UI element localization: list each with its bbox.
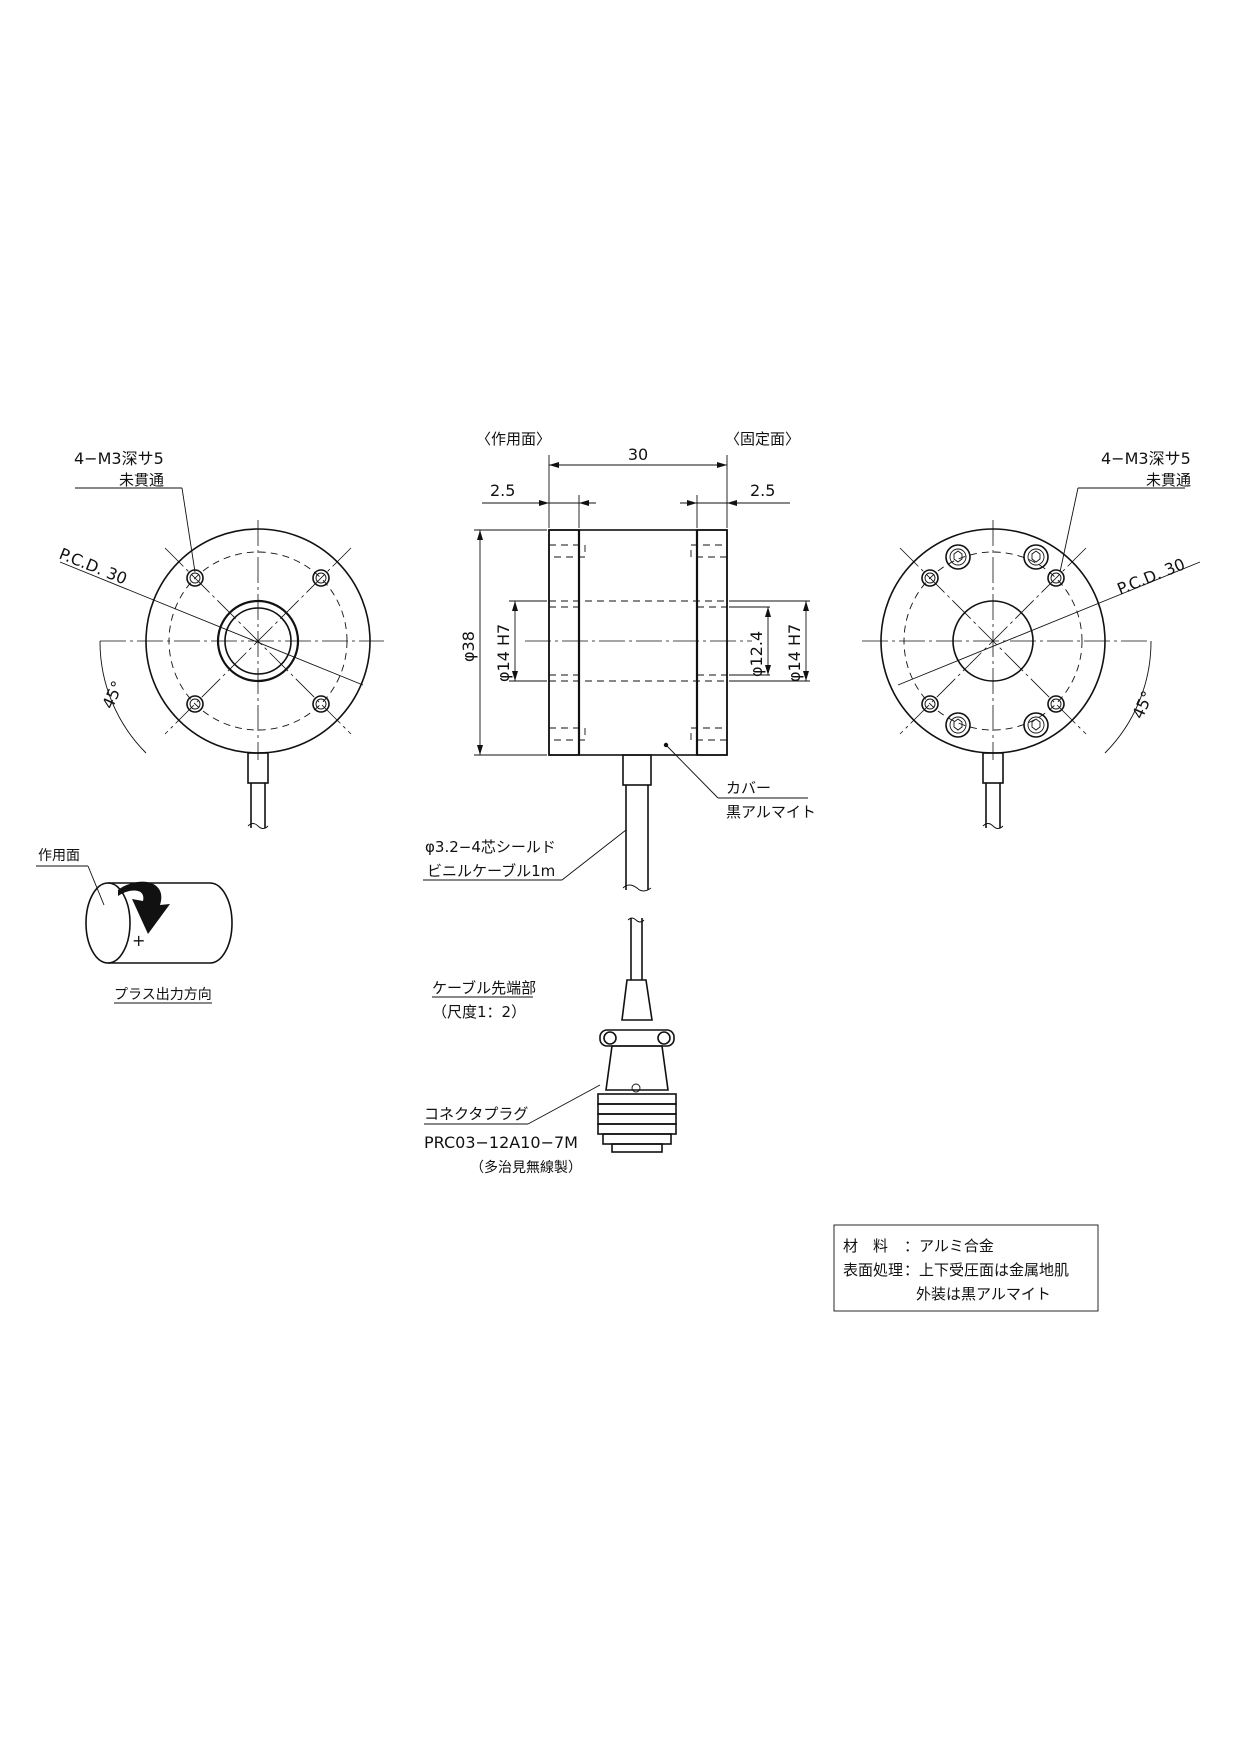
cylinder-front-face [85, 882, 131, 964]
left-cable-sleeve [247, 752, 269, 784]
right-tapped-holes [921, 569, 1065, 713]
left-cable-break [247, 823, 269, 829]
connector-label: コネクタプラグ [424, 1105, 528, 1123]
cylinder-back-face [209, 882, 233, 964]
connector-part-no: PRC03−12A10−7M [424, 1133, 578, 1152]
left-view: 4−M3深サ5 未貫通 P.C.D. 30 45° [57, 449, 384, 829]
left-thread-note-sub: 未貫通 [119, 471, 164, 489]
left-thread-note: 4−M3深サ5 [74, 449, 164, 468]
material-value: ：アルミ合金 [904, 1237, 994, 1255]
material-label: 材 料 [843, 1237, 888, 1255]
rotation-arrow-icon [118, 881, 170, 934]
dim-width: 30 [628, 445, 648, 464]
connector-ring-1 [597, 1093, 677, 1105]
cable-label-sub: ビニルケーブル1m [427, 862, 555, 880]
right-cable-sleeve [982, 752, 1004, 784]
front-cable-sleeve [622, 754, 652, 786]
cover-label: カバー [726, 779, 771, 797]
front-flange-right [696, 529, 728, 756]
right-socket-bolts [945, 544, 1049, 738]
cable-end: ケーブル先端部 （尺度1：2） コネクタプラグ PRC03−12A10−7M （… [424, 917, 677, 1176]
dim-flange-left: 2.5 [490, 481, 515, 500]
dim-bore-left: φ14 H7 [494, 624, 513, 682]
right-angle-arc [1104, 640, 1152, 754]
cover-finish-label: 黒アルマイト [726, 803, 816, 821]
surface-value-1: ：上下受圧面は金属地肌 [904, 1261, 1069, 1279]
surface-value-2: 外装は黒アルマイト [916, 1285, 1051, 1303]
front-view: 30 〈作用面〉 〈固定面〉 2.5 2.5 φ38 φ14 H7 φ12.4 [423, 430, 816, 892]
right-thread-note: 4−M3深サ5 [1101, 449, 1191, 468]
left-pcd-label: P.C.D. 30 [57, 544, 130, 588]
left-angle-label: 45° [98, 678, 127, 712]
front-flange-left [548, 529, 580, 756]
connector-boot [621, 979, 653, 1021]
surface-label: 表面処理 [843, 1261, 903, 1279]
direction-sketch: + 作用面 プラス出力方向 [36, 848, 233, 1004]
spec-table-frame [833, 1224, 1099, 1312]
fixed-face-label: 〈固定面〉 [725, 430, 800, 448]
right-view: 4−M3深サ5 未貫通 P.C.D. 30 45° [862, 449, 1201, 829]
spec-table: 材 料 ：アルミ合金 表面処理 ：上下受圧面は金属地肌 外装は黒アルマイト [833, 1224, 1099, 1312]
dim-bore-right: φ14 H7 [785, 624, 804, 682]
right-thread-note-sub: 未貫通 [1146, 471, 1191, 489]
dim-outer-dia: φ38 [459, 631, 478, 662]
connector-tip [611, 1143, 663, 1153]
working-face-label: 〈作用面〉 [476, 430, 551, 448]
left-angle-arc [99, 640, 147, 754]
direction-caption: プラス出力方向 [114, 987, 212, 1003]
cable-end-title: ケーブル先端部 [432, 979, 536, 997]
left-diag-2 [164, 547, 352, 735]
right-angle-label: 45° [1128, 688, 1157, 722]
front-body [548, 529, 728, 756]
plus-sign: + [132, 931, 145, 950]
connector-shell [605, 1045, 669, 1091]
dim-flange-right: 2.5 [750, 481, 775, 500]
cable-end-scale: （尺度1：2） [432, 1003, 526, 1021]
connector-maker: （多治見無線製） [470, 1159, 582, 1176]
cable-label: φ3.2−4芯シールド [425, 838, 556, 856]
working-face-sketch-label: 作用面 [38, 848, 80, 864]
dim-inner-dia: φ12.4 [747, 631, 766, 677]
right-pcd-label: P.C.D. 30 [1114, 554, 1187, 598]
